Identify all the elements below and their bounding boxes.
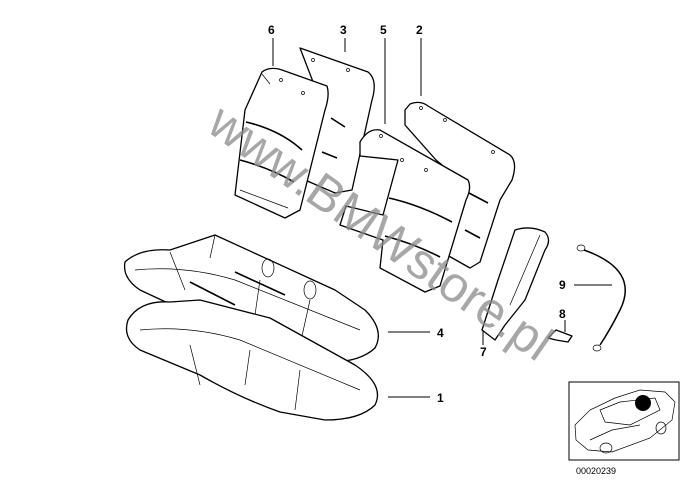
backrest-cover-part-6 — [234, 67, 329, 219]
side-bolster-part-7 — [481, 227, 550, 341]
cable-part-9 — [576, 244, 626, 352]
label-part-9: 9 — [559, 278, 566, 292]
clip-part-8 — [547, 329, 573, 343]
seat-cushion-part-4 — [123, 234, 379, 363]
label-part-1: 1 — [437, 391, 444, 405]
label-part-6: 6 — [268, 23, 275, 37]
leader-lines — [272, 38, 612, 398]
label-part-4: 4 — [437, 326, 444, 340]
backrest-cover-part-5 — [339, 129, 471, 293]
diagram-number: 00020239 — [576, 466, 616, 476]
location-marker-icon — [635, 395, 651, 411]
label-part-5: 5 — [380, 23, 387, 37]
seat-cushion-part-1 — [125, 299, 379, 421]
label-part-7: 7 — [480, 345, 487, 359]
vehicle-location-inset — [568, 381, 680, 461]
label-part-3: 3 — [340, 23, 347, 37]
label-part-8: 8 — [559, 307, 566, 321]
label-part-2: 2 — [416, 23, 423, 37]
